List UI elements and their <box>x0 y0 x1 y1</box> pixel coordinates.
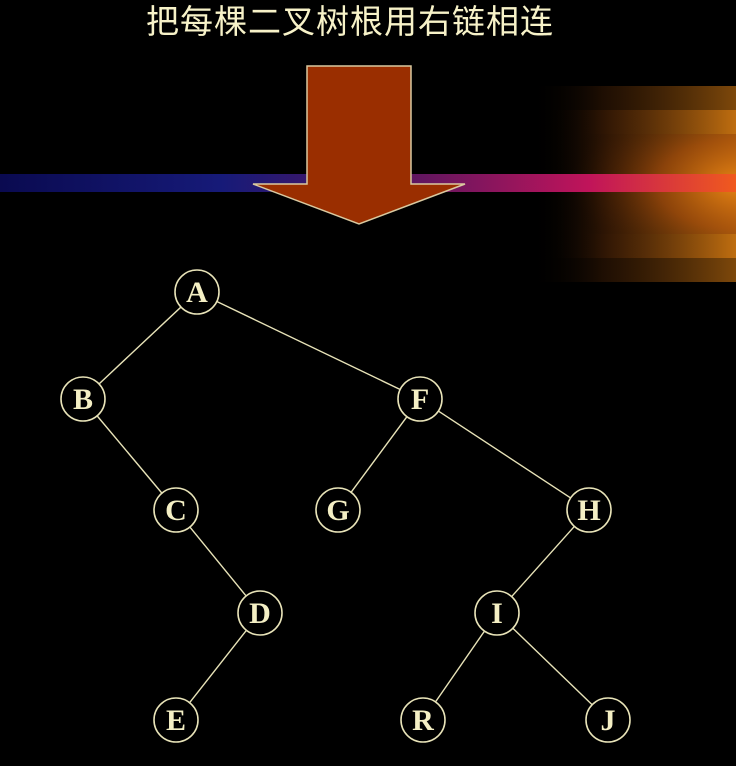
node-label: R <box>412 704 434 737</box>
tree-node-i: I <box>474 590 520 636</box>
node-label: B <box>73 383 93 416</box>
node-circle <box>474 590 520 636</box>
tree-nodes: A B F C G H D I E R J <box>60 269 631 743</box>
tree-edge-b-c <box>96 415 163 494</box>
tree-node-a: A <box>174 269 220 315</box>
node-circle <box>585 697 631 743</box>
tree-node-h: H <box>566 487 612 533</box>
tree-edge-c-d <box>189 526 247 597</box>
slide-title: 把每棵二叉树根用右链相连 <box>146 2 554 41</box>
node-circle <box>397 376 443 422</box>
down-arrow-icon <box>252 65 466 225</box>
tree-edge-a-b <box>98 306 182 385</box>
node-label: J <box>601 704 616 737</box>
node-circle <box>566 487 612 533</box>
tree-node-g: G <box>315 487 361 533</box>
tree-edge-f-h <box>438 410 571 499</box>
node-circle <box>174 269 220 315</box>
tree-node-d: D <box>237 590 283 636</box>
node-label: D <box>249 597 271 630</box>
tree-edge-i-j <box>512 627 593 706</box>
tree-node-c: C <box>153 487 199 533</box>
node-label: E <box>166 704 186 737</box>
node-circle <box>237 590 283 636</box>
decorative-light-band <box>0 86 736 282</box>
tree-node-r: R <box>400 697 446 743</box>
tree-edge-a-f <box>216 300 401 391</box>
node-circle <box>315 487 361 533</box>
node-circle <box>153 697 199 743</box>
tree-edges <box>96 300 593 706</box>
node-label: I <box>491 597 503 630</box>
node-label: G <box>326 494 349 527</box>
tree-edge-f-g <box>350 416 408 493</box>
node-label: H <box>577 494 600 527</box>
node-circle <box>60 376 106 422</box>
node-circle <box>153 487 199 533</box>
tree-node-b: B <box>60 376 106 422</box>
node-label: A <box>186 276 208 309</box>
tree-edge-d-e <box>189 629 247 704</box>
tree-node-e: E <box>153 697 199 743</box>
tree-node-f: F <box>397 376 443 422</box>
tree-edge-h-i <box>511 525 575 598</box>
tree-edge-i-r <box>434 630 486 703</box>
tree-node-j: J <box>585 697 631 743</box>
node-label: F <box>411 383 429 416</box>
node-circle <box>400 697 446 743</box>
node-label: C <box>165 494 187 527</box>
